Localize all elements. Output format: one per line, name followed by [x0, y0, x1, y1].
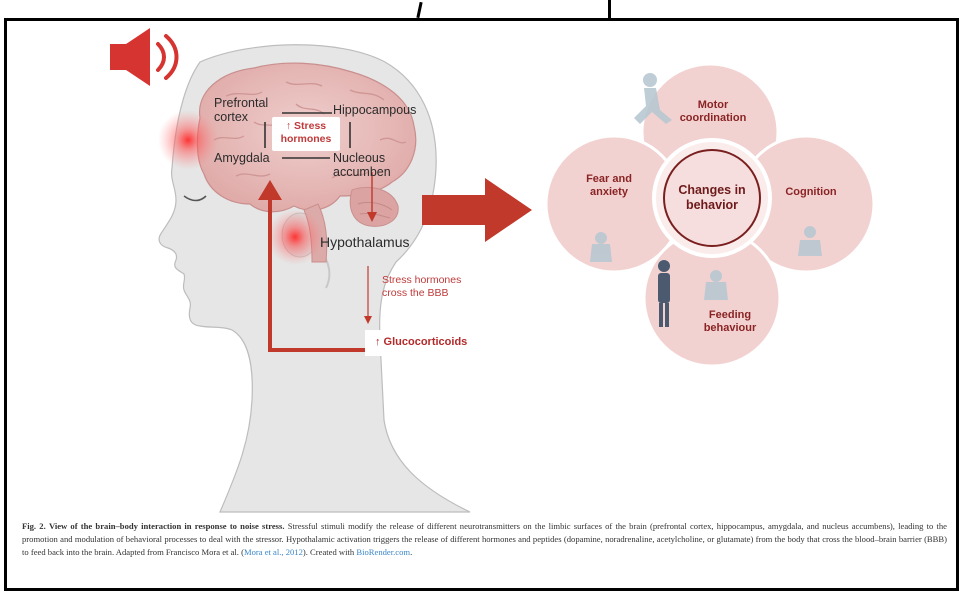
- label-hypothalamus: Hypothalamus: [320, 234, 410, 250]
- petal-fear-and-anxiety: Fear and anxiety: [572, 173, 646, 199]
- petal-feeding-behaviour: Feeding behaviour: [690, 309, 770, 335]
- label-amygdala: Amygdala: [214, 151, 270, 165]
- label-prefrontal-cortex: Prefrontal cortex: [214, 96, 268, 124]
- caption-mid: ). Created with: [303, 547, 356, 557]
- stress-glow-icon: [267, 209, 323, 265]
- bbb-label: Stress hormones cross the BBB: [382, 274, 461, 300]
- glucocorticoids-label: ↑ Glucocorticoids: [375, 336, 467, 348]
- caption-title: View of the brain–body interaction in re…: [49, 521, 285, 531]
- caption-reference-link[interactable]: Mora et al., 2012: [244, 547, 303, 557]
- label-nucleus-accumbens: Nucleous accumben: [333, 151, 391, 179]
- arrow-right-icon: [422, 178, 532, 242]
- glucocorticoids-box: ↑ Glucocorticoids: [365, 330, 479, 356]
- stress-glow-icon: [158, 110, 218, 170]
- label-hippocampus: Hippocampous: [333, 103, 416, 117]
- speaker-sound-icon: [110, 28, 177, 86]
- stress-hormones-label: ↑ Stress hormones: [272, 120, 340, 146]
- caption-biorender-link[interactable]: BioRender.com: [356, 547, 410, 557]
- stress-hormones-box: ↑ Stress hormones: [272, 117, 340, 151]
- caption-fig-label: Fig. 2.: [22, 521, 46, 531]
- figure-caption: Fig. 2. View of the brain–body interacti…: [22, 520, 947, 560]
- caption-end: .: [410, 547, 412, 557]
- petal-motor-coordination: Motor coordination: [670, 99, 756, 125]
- petal-cognition: Cognition: [776, 186, 846, 199]
- center-changes-in-behavior: Changes in behavior: [670, 183, 754, 213]
